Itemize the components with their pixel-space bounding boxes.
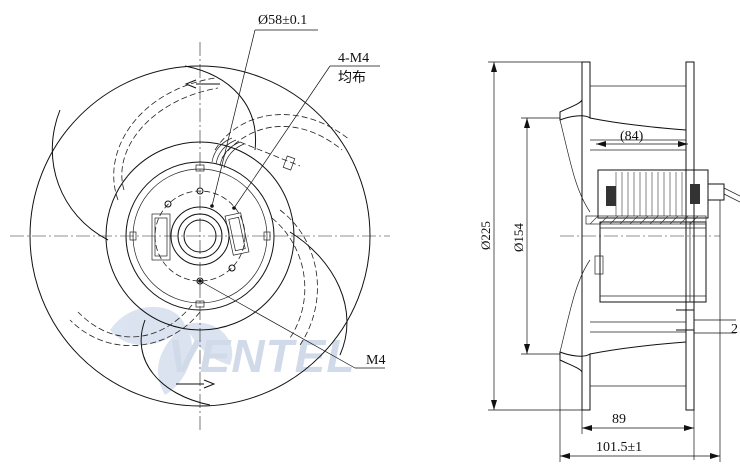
leader-hub-diameter xyxy=(211,29,256,207)
motor-label-right-print xyxy=(228,216,246,252)
motor-stator xyxy=(597,169,709,219)
inlet-curve-top xyxy=(559,119,591,213)
side-blades xyxy=(590,85,686,387)
watermark-logo: VENTEL xyxy=(110,306,355,395)
motor-label-left-print xyxy=(154,217,168,257)
lead-wires xyxy=(211,137,301,171)
dim-inner-diameter-label: Ø154 xyxy=(511,223,526,252)
screw-label: M4 xyxy=(366,353,385,368)
hub-diameter-label: Ø58±0.1 xyxy=(258,13,307,28)
rotor-hatch xyxy=(585,215,707,225)
dim-depth-total-label: 101.5±1 xyxy=(596,440,642,455)
dim-outer-diameter-label: Ø225 xyxy=(478,221,493,250)
dim-motor-width-label: (84) xyxy=(620,129,644,144)
mount-bracket xyxy=(676,309,695,331)
rotation-arrow-bottom xyxy=(176,379,216,389)
inlet-flange-top xyxy=(559,61,591,121)
mount-hole-right xyxy=(228,264,236,272)
motor-shaft-end xyxy=(594,255,604,275)
inlet-flange-bottom xyxy=(559,351,591,411)
wire-grommet xyxy=(282,155,296,171)
holes-distribution-label: 均布 xyxy=(338,70,366,86)
dim-right-partial-label: 2 xyxy=(731,322,738,337)
mount-hole-left xyxy=(164,200,172,208)
mount-hole-top xyxy=(196,187,204,195)
motor-label-left xyxy=(151,213,171,261)
leader-screw xyxy=(199,280,356,369)
stator-windings xyxy=(606,172,700,216)
front-view: Ø58±0.1 4-M4 均布 M4 xyxy=(10,13,390,430)
leader-holes xyxy=(233,65,331,209)
side-view: Ø225 Ø154 (84) 89 101.5±1 2 xyxy=(478,61,740,462)
motor-label-right xyxy=(224,212,250,256)
dim-depth-89-label: 89 xyxy=(612,412,626,427)
shroud-bottom xyxy=(589,341,687,355)
watermark-text: VENTEL xyxy=(168,330,355,382)
motor-body xyxy=(599,221,707,303)
shroud-top xyxy=(589,117,687,131)
inlet-curve-bottom xyxy=(559,259,591,353)
rotation-arrow-top xyxy=(184,79,220,89)
holes-label: 4-M4 xyxy=(338,51,369,66)
cable-gland xyxy=(708,183,725,201)
impeller-blades xyxy=(51,65,351,406)
